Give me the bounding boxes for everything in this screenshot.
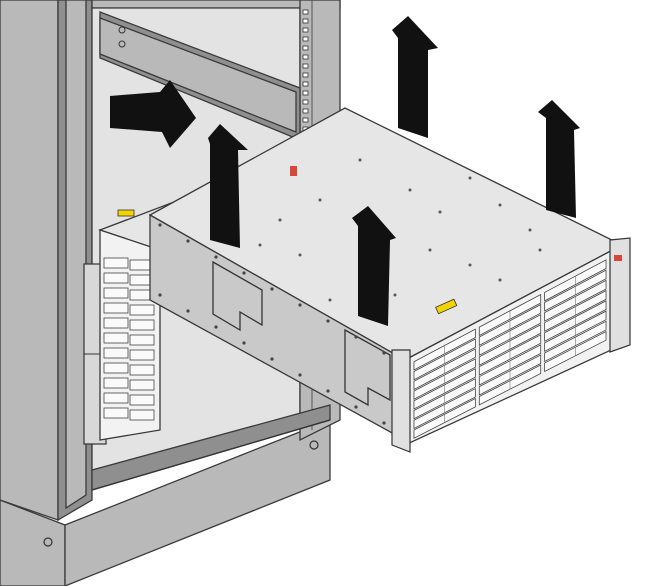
top-vent-dot	[328, 298, 332, 302]
side-rivet	[354, 335, 358, 339]
side-handle-cutout-2	[344, 328, 391, 407]
rack-hole	[302, 81, 309, 87]
rack-base	[0, 499, 66, 586]
rack-hole	[302, 99, 309, 105]
front-drive-bays	[413, 259, 607, 439]
chassis-left-ear	[391, 349, 411, 453]
rack-hole	[302, 18, 309, 24]
top-vent-dot	[538, 248, 542, 252]
side-rivet	[270, 357, 274, 361]
rack-base-screw-2	[309, 440, 319, 450]
rear-drive-slot	[103, 392, 129, 404]
lift-arrow-icon-front	[352, 206, 396, 326]
rack-hole-column	[302, 9, 309, 141]
mounting-rail-face	[99, 17, 297, 133]
side-rivet	[158, 293, 162, 297]
side-rivet	[186, 239, 190, 243]
side-rivet	[214, 325, 218, 329]
top-vent-dot	[528, 228, 532, 232]
rear-drive-slot	[129, 394, 155, 406]
rack-hole	[302, 45, 309, 51]
side-rivet	[242, 271, 246, 275]
side-rivet	[270, 287, 274, 291]
rear-drive-slot	[129, 304, 155, 316]
lift-arrow-icon-top-center	[392, 16, 438, 138]
side-rivet	[382, 421, 386, 425]
rack-hole	[302, 108, 309, 114]
lift-arrow-icon-rear-left	[208, 124, 248, 248]
status-led-rear	[290, 166, 297, 176]
rear-drive-slot	[103, 287, 129, 299]
rail-screw	[118, 26, 126, 34]
rack-hole	[302, 63, 309, 69]
side-rivet	[214, 255, 218, 259]
rack-hole	[302, 54, 309, 60]
top-vent-dot	[438, 210, 442, 214]
top-vent-dot	[408, 188, 412, 192]
chassis-right-ear	[609, 237, 631, 353]
rail-screw-2	[118, 40, 126, 48]
status-led-indicator	[614, 255, 622, 261]
top-vent-dot	[468, 176, 472, 180]
rack-hole	[302, 27, 309, 33]
top-vent-dot	[468, 263, 472, 267]
push-in-arrow-icon	[110, 80, 196, 148]
side-rivet	[158, 223, 162, 227]
rear-drive-slot	[129, 364, 155, 376]
side-rivet	[382, 351, 386, 355]
top-vent-dot	[498, 278, 502, 282]
rack-upright-face	[65, 0, 87, 510]
rear-drive-slot	[103, 317, 129, 329]
rack-hole	[302, 72, 309, 78]
rear-drive-slot	[103, 407, 129, 419]
top-vent-dot	[278, 218, 282, 222]
top-vent-dot	[258, 243, 262, 247]
rear-drive-slot	[103, 362, 129, 374]
rear-drive-slot	[103, 272, 129, 284]
top-vent-dot	[498, 203, 502, 207]
rack-base-front	[64, 419, 331, 586]
rear-drive-slot	[129, 334, 155, 346]
side-rivet	[326, 319, 330, 323]
rack-side-panel	[0, 0, 59, 521]
top-vent-dot	[298, 253, 302, 257]
chassis-top-vents	[258, 158, 542, 302]
side-rivet	[298, 373, 302, 377]
rack-hole	[302, 9, 309, 15]
rack-hole	[302, 36, 309, 42]
top-vent-dot	[428, 248, 432, 252]
top-vent-dot	[358, 158, 362, 162]
rear-drive-slot	[103, 332, 129, 344]
rear-drive-slot	[103, 302, 129, 314]
rack-base-screw	[43, 537, 53, 547]
rear-drive-slot	[129, 319, 155, 331]
rack-hole	[302, 117, 309, 123]
chassis-side-rivets	[158, 223, 386, 425]
side-rivet	[186, 309, 190, 313]
lift-arrow-icon-top-right	[538, 100, 580, 218]
rear-warning-label	[117, 209, 135, 217]
side-rivet	[354, 405, 358, 409]
side-rivet	[298, 303, 302, 307]
top-vent-dot	[393, 293, 397, 297]
side-handle-cutout	[212, 260, 263, 332]
top-vent-dot	[318, 198, 322, 202]
side-rivet	[242, 341, 246, 345]
rear-drive-slot	[129, 409, 155, 421]
rear-drive-slot	[103, 257, 129, 269]
rear-drive-slot	[103, 377, 129, 389]
top-warning-label	[435, 298, 458, 315]
rear-drive-slot	[103, 347, 129, 359]
rear-drive-slot	[129, 349, 155, 361]
rear-cage-drive-bays	[103, 257, 155, 421]
side-rivet	[326, 389, 330, 393]
motion-arrows	[110, 16, 580, 326]
rear-drive-slot	[129, 379, 155, 391]
rack-hole	[302, 90, 309, 96]
rack-floor-edge	[91, 419, 331, 491]
